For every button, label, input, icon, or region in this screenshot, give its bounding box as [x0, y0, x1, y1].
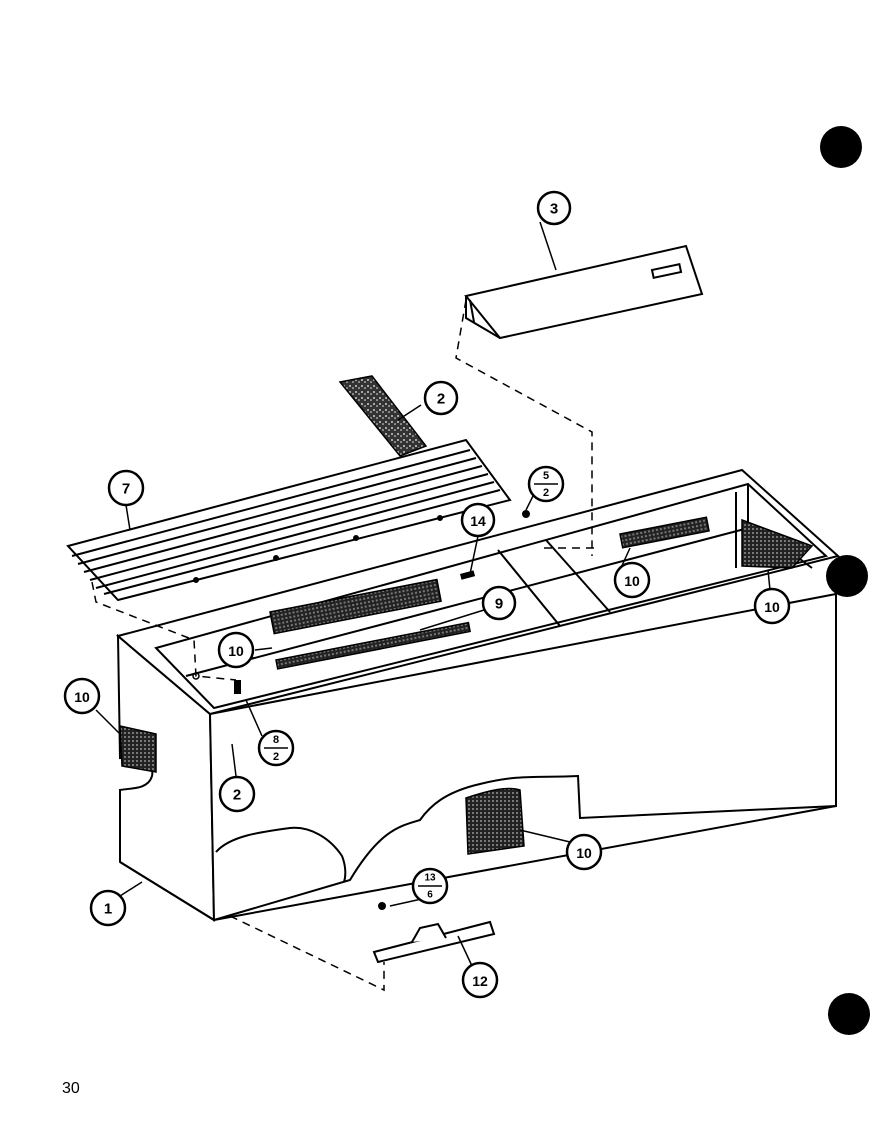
callout-5-over-2: 5 2: [527, 465, 565, 503]
svg-text:2: 2: [437, 391, 445, 408]
svg-text:10: 10: [228, 643, 244, 659]
callout-10-top-right: 10: [753, 587, 791, 625]
svg-text:13: 13: [424, 873, 436, 884]
callout-12: 12: [461, 961, 499, 999]
screw-5-2: [522, 510, 530, 518]
svg-text:2: 2: [273, 751, 279, 763]
screw-8-2: [234, 680, 241, 694]
callout-10-front: 10: [565, 833, 603, 871]
assembly-lines: [91, 299, 596, 992]
filter-mesh-top-right: [619, 516, 710, 549]
leader-lines: [95, 221, 771, 967]
foam-gasket: [338, 375, 428, 457]
svg-text:10: 10: [764, 599, 780, 615]
callout-3: 3: [536, 190, 572, 226]
binder-hole-bottom: [828, 993, 870, 1035]
binder-hole-middle: [826, 555, 868, 597]
callout-9: 9: [481, 585, 517, 621]
svg-text:5: 5: [543, 470, 549, 482]
access-cover: [464, 244, 704, 340]
callout-1: 1: [89, 889, 127, 927]
svg-text:14: 14: [470, 513, 486, 529]
part-9-strip: [275, 621, 471, 670]
callout-10-left-end: 10: [63, 677, 101, 715]
callout-8-over-2: 8 2: [257, 729, 295, 767]
svg-text:2: 2: [543, 487, 549, 499]
callout-2-lower: 2: [218, 775, 256, 813]
svg-text:2: 2: [233, 787, 241, 804]
svg-text:10: 10: [74, 689, 90, 705]
filter-mesh-top-left: [269, 578, 442, 635]
svg-text:10: 10: [624, 573, 640, 589]
filter-mesh-front: [465, 787, 525, 855]
page-number: 30: [62, 1080, 80, 1097]
mounting-bracket: [372, 902, 496, 964]
callout-7: 7: [107, 469, 145, 507]
binder-hole-top: [820, 126, 862, 168]
screw-14: [460, 570, 476, 580]
svg-text:8: 8: [273, 734, 279, 746]
callout-13-over-6: 13 6: [411, 867, 449, 905]
svg-text:12: 12: [472, 973, 488, 989]
svg-text:7: 7: [122, 481, 130, 498]
discharge-grille: [66, 438, 512, 602]
callout-10-top-middle: 10: [613, 561, 651, 599]
filter-mesh-left-end: [119, 725, 157, 773]
callout-2-upper: 2: [423, 380, 459, 416]
svg-text:6: 6: [427, 890, 433, 901]
svg-text:3: 3: [550, 201, 558, 218]
callout-14: 14: [460, 502, 496, 538]
filter-mesh-right-corner: [741, 518, 814, 569]
svg-text:10: 10: [576, 845, 592, 861]
svg-text:9: 9: [495, 596, 503, 613]
svg-text:1: 1: [104, 901, 112, 918]
callout-10-top-left: 10: [217, 631, 255, 669]
